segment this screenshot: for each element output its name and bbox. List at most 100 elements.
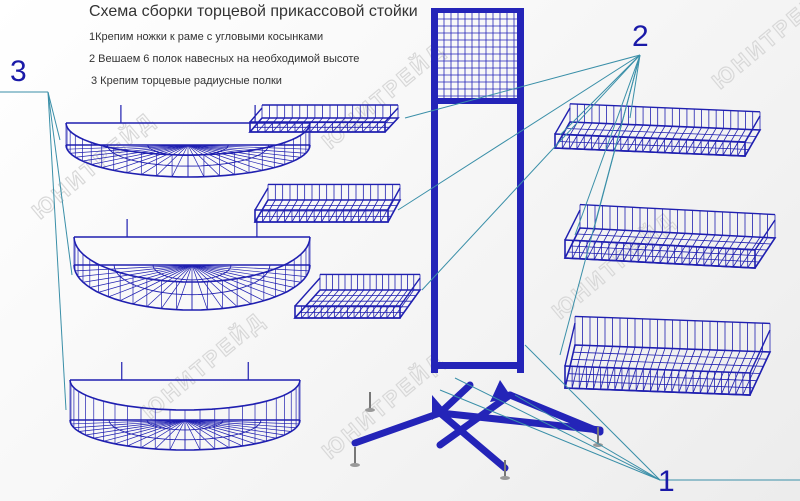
arc-wire	[107, 144, 269, 167]
wire	[696, 234, 716, 266]
wire	[566, 128, 757, 137]
wire	[169, 419, 186, 450]
wire	[574, 315, 771, 325]
wire	[187, 144, 306, 154]
wire	[191, 264, 295, 288]
wire	[127, 419, 186, 447]
wire	[586, 228, 603, 260]
wire	[132, 264, 193, 305]
callout-2: 2	[632, 20, 649, 53]
leader-1	[439, 389, 661, 481]
wire	[294, 277, 321, 307]
wire	[637, 231, 656, 263]
wire-shelf	[553, 103, 762, 157]
shelf-front-rim	[294, 305, 401, 319]
arc-wire	[73, 264, 311, 311]
wire	[184, 419, 201, 450]
wire	[564, 322, 576, 367]
wire	[184, 419, 297, 429]
wire	[184, 419, 216, 450]
leader-2	[559, 54, 641, 136]
frame-post-left	[431, 8, 438, 373]
wire	[674, 233, 693, 264]
watermark-layer: ЮНИТРЕЙДЮНИТРЕЙДЮНИТРЕЙДЮНИТРЕЙДЮНИТРЕЙД…	[27, 0, 800, 464]
wire	[140, 419, 186, 449]
wire	[307, 289, 333, 319]
leader-2	[421, 54, 641, 291]
wire	[70, 144, 189, 154]
wire	[645, 232, 663, 263]
wire	[272, 117, 285, 133]
arc-wire	[152, 264, 232, 281]
wire	[666, 233, 686, 264]
wire	[570, 245, 764, 257]
wire	[191, 264, 252, 305]
wire	[187, 144, 205, 177]
wire	[630, 231, 648, 262]
shelves	[65, 103, 777, 451]
rim-wire	[73, 236, 311, 283]
wire	[191, 264, 223, 309]
wire	[249, 107, 263, 123]
wire	[141, 144, 189, 175]
leader-3	[47, 91, 61, 141]
wire	[126, 144, 189, 174]
wire	[340, 289, 365, 319]
wire	[187, 144, 220, 177]
wire	[399, 277, 421, 307]
frame-post-right	[517, 8, 524, 373]
wire	[171, 144, 189, 177]
wire	[176, 264, 193, 310]
wire	[681, 233, 701, 265]
wire	[113, 144, 189, 171]
wire	[332, 117, 346, 133]
wire	[362, 117, 376, 133]
frame-foot	[436, 391, 514, 449]
wire	[601, 229, 618, 261]
wire	[91, 144, 189, 165]
wire	[754, 219, 776, 251]
arc-wire	[69, 419, 301, 451]
frame-cross-bar	[431, 98, 524, 104]
wire	[347, 117, 361, 133]
callout-1: 1	[658, 465, 675, 498]
wire	[187, 144, 285, 165]
leader-1	[454, 377, 661, 481]
frame-foot	[436, 409, 509, 472]
callout-3: 3	[10, 55, 27, 88]
wire	[114, 419, 186, 445]
wire	[652, 232, 671, 263]
radius-shelf-bottom	[69, 362, 301, 451]
wire	[191, 264, 276, 298]
wire	[82, 144, 189, 162]
leader-2	[559, 54, 641, 356]
wire-shelf	[293, 273, 422, 319]
wire	[120, 264, 193, 302]
wire	[615, 230, 633, 261]
wire	[740, 237, 761, 268]
leader-2	[629, 54, 641, 119]
corner-gusset	[432, 395, 445, 420]
wire	[184, 419, 243, 447]
wire	[360, 289, 383, 319]
frame-foot	[351, 409, 444, 447]
wire	[569, 103, 761, 113]
wire	[191, 264, 310, 272]
wire	[744, 115, 761, 143]
wire	[184, 419, 267, 442]
wire	[567, 251, 760, 263]
wire	[366, 289, 390, 319]
shelf-front-rim	[254, 209, 389, 223]
wire	[369, 117, 384, 133]
step-3: 3 Крепим торцевые радиусные полки	[91, 75, 282, 87]
leveler-foot	[350, 463, 360, 467]
wire	[294, 117, 308, 133]
step-1: 1Крепим ножки к раме с угловыми косынкам…	[89, 31, 324, 43]
wire	[184, 419, 277, 439]
wire	[82, 264, 193, 283]
leader-1	[514, 394, 661, 481]
watermark-text: ЮНИТРЕЙД	[707, 0, 800, 94]
wire	[184, 419, 230, 449]
leveler-foot	[500, 476, 510, 480]
